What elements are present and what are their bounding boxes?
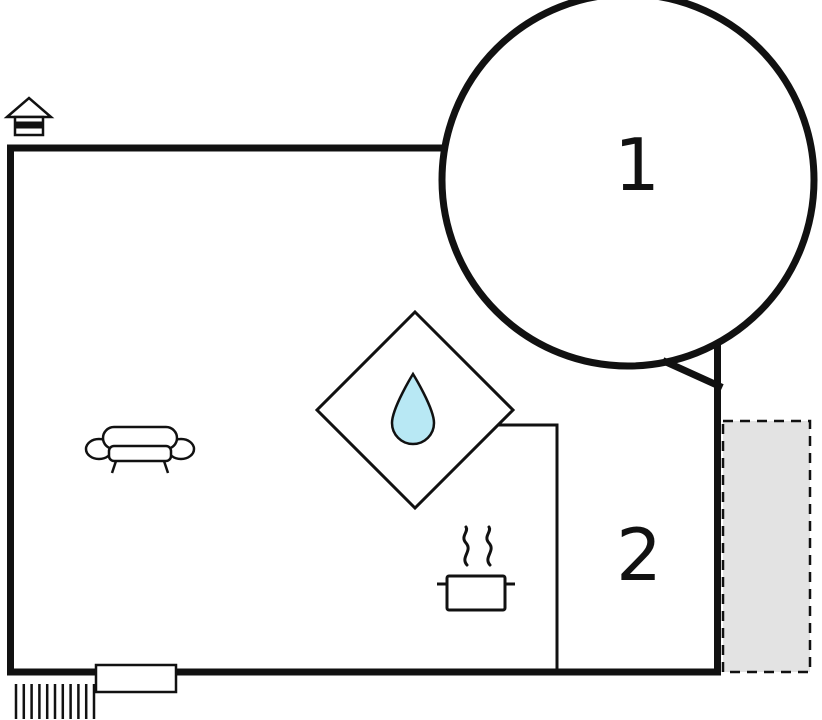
terrace-dashed-area bbox=[721, 419, 812, 674]
water-drop-icon bbox=[390, 371, 436, 446]
connector-wall bbox=[661, 357, 724, 391]
pot-body bbox=[445, 574, 507, 612]
room-2-partition-wall bbox=[497, 423, 559, 672]
steam-icon bbox=[462, 525, 470, 567]
sofa-leg-right bbox=[162, 460, 170, 474]
house-icon bbox=[3, 96, 55, 137]
house-band bbox=[15, 121, 43, 129]
sofa-seat bbox=[107, 444, 173, 463]
door-mat bbox=[94, 663, 178, 694]
steam-icon bbox=[485, 525, 493, 567]
house-roof bbox=[3, 96, 55, 119]
room-2-label: 2 bbox=[616, 513, 662, 597]
sofa-icon bbox=[84, 425, 196, 474]
sofa-leg-left bbox=[110, 460, 118, 474]
room-1-circle bbox=[438, 0, 818, 370]
pot-steam-icon bbox=[437, 525, 515, 612]
stairs-icon bbox=[14, 684, 96, 719]
room-1-label: 1 bbox=[614, 123, 660, 207]
